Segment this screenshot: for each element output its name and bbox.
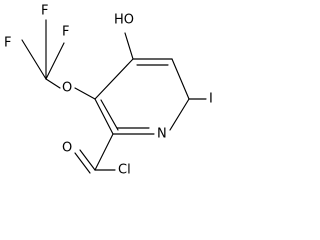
ring-nitrogen-label: N xyxy=(157,127,167,142)
bond-cf3-oxygen xyxy=(45,78,61,89)
bond-ring-c2-c3 xyxy=(94,98,114,135)
fluorine-left-label: F xyxy=(4,36,11,51)
chlorine-label: Cl xyxy=(118,163,131,178)
fluorine-right-label: F xyxy=(62,25,69,40)
iodine-label: I xyxy=(209,92,213,107)
bond-ring-c3-c4 xyxy=(94,58,134,100)
bond-cf3-f-right xyxy=(45,42,65,80)
bond-ring-hydroxyl xyxy=(124,32,134,60)
bond-ring-c6-n xyxy=(169,98,190,131)
bond-carbonyl-double-1 xyxy=(79,149,96,171)
fluorine-top-label: F xyxy=(41,4,48,19)
bond-ring-carbonyl-carbon xyxy=(94,133,114,171)
bond-ring-c5-c6 xyxy=(171,58,190,100)
bond-lines xyxy=(21,19,207,174)
bond-oxygen-ring xyxy=(74,87,96,100)
carbonyl-oxygen-label: O xyxy=(62,141,72,156)
molecule-structure: HO I N O F F F O Cl xyxy=(4,4,213,178)
ether-oxygen-label: O xyxy=(62,81,72,96)
bond-ring-c2-c3-inner xyxy=(100,99,119,131)
atom-labels: HO I N O F F F O Cl xyxy=(4,4,213,178)
hydroxyl-label: HO xyxy=(114,13,134,28)
bond-carbonyl-double-2 xyxy=(74,152,91,174)
bond-cf3-f-left xyxy=(21,39,47,80)
